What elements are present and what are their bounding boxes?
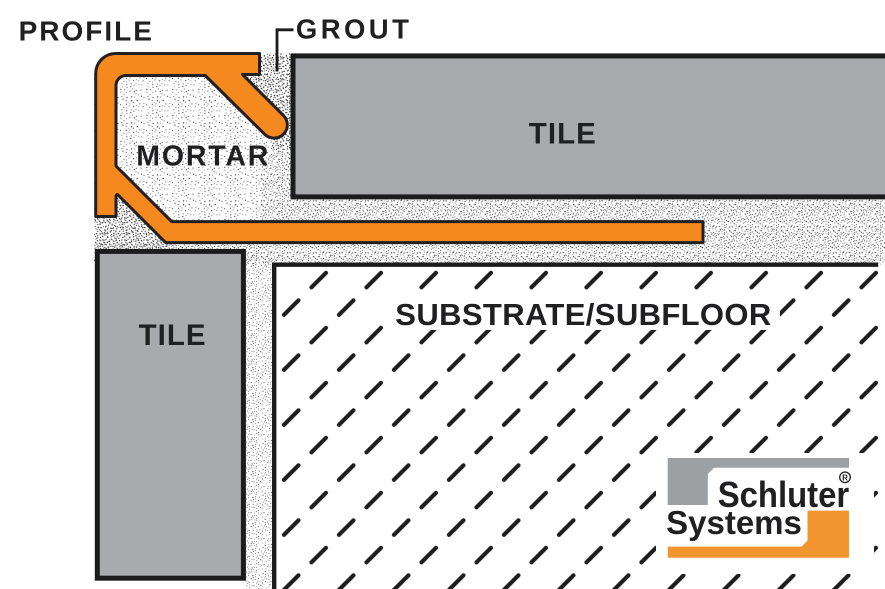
svg-text:R: R <box>842 474 848 483</box>
svg-text:TILE: TILE <box>529 118 596 151</box>
svg-text:MORTAR: MORTAR <box>136 141 268 173</box>
svg-text:Schluter: Schluter <box>718 475 850 515</box>
svg-text:SUBSTRATE/SUBFLOOR: SUBSTRATE/SUBFLOOR <box>395 297 771 332</box>
svg-text:PROFILE: PROFILE <box>19 16 152 47</box>
svg-text:TILE: TILE <box>139 319 206 352</box>
svg-text:Systems: Systems <box>666 505 802 542</box>
svg-text:GROUT: GROUT <box>296 14 409 45</box>
